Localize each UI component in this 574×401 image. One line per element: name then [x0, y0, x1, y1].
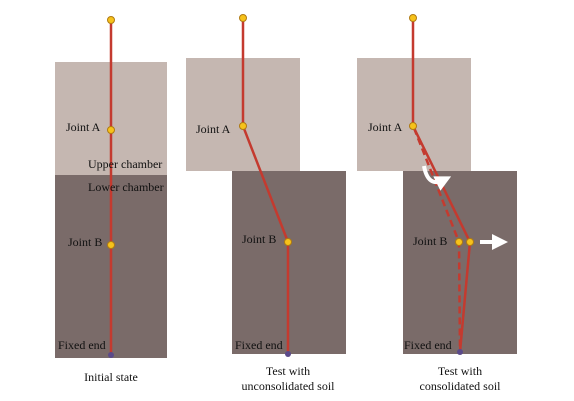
joint-a-node [239, 122, 247, 130]
joint-a-label: Joint A [66, 120, 101, 134]
fixed-end-node [108, 352, 114, 358]
joint-b-node [107, 241, 115, 249]
joint-b-label: Joint B [68, 235, 103, 249]
fixed-end-node [285, 351, 291, 357]
fixed-end-label: Fixed end [404, 338, 452, 352]
joint-b-label: Joint B [413, 234, 448, 248]
joint-b-node [466, 238, 474, 246]
joint-a-node [107, 126, 115, 134]
joint-a-node [409, 122, 417, 130]
lower-chamber-label: Lower chamber [88, 180, 164, 194]
joint-b-dashed-node [455, 238, 463, 246]
fixed-end-node [457, 349, 463, 355]
fixed-end-label: Fixed end [235, 338, 283, 352]
top-node [409, 14, 417, 22]
fixed-end-label: Fixed end [58, 338, 106, 352]
caption-unconsolidated: Test with unconsolidated soil [213, 364, 363, 394]
curved-rotation-arrow-icon [422, 165, 452, 191]
joint-a-label: Joint A [196, 122, 231, 136]
caption-line: consolidated soil [419, 379, 501, 393]
joint-b-node [284, 238, 292, 246]
panel-initial [55, 16, 167, 358]
joint-a-label: Joint A [368, 120, 403, 134]
joint-b-label: Joint B [242, 232, 277, 246]
caption-line: unconsolidated soil [241, 379, 335, 393]
pile-line [241, 18, 290, 354]
caption-line: Test with [437, 364, 483, 378]
panel-consolidated [357, 14, 517, 355]
caption-line: Test with [265, 364, 311, 378]
top-node [239, 14, 247, 22]
top-node [107, 16, 115, 24]
caption-initial: Initial state [56, 370, 166, 385]
upper-chamber-label: Upper chamber [88, 157, 163, 171]
caption-line: Initial state [84, 370, 138, 384]
panel-unconsolidated [186, 14, 346, 357]
caption-consolidated: Test with consolidated soil [385, 364, 535, 394]
